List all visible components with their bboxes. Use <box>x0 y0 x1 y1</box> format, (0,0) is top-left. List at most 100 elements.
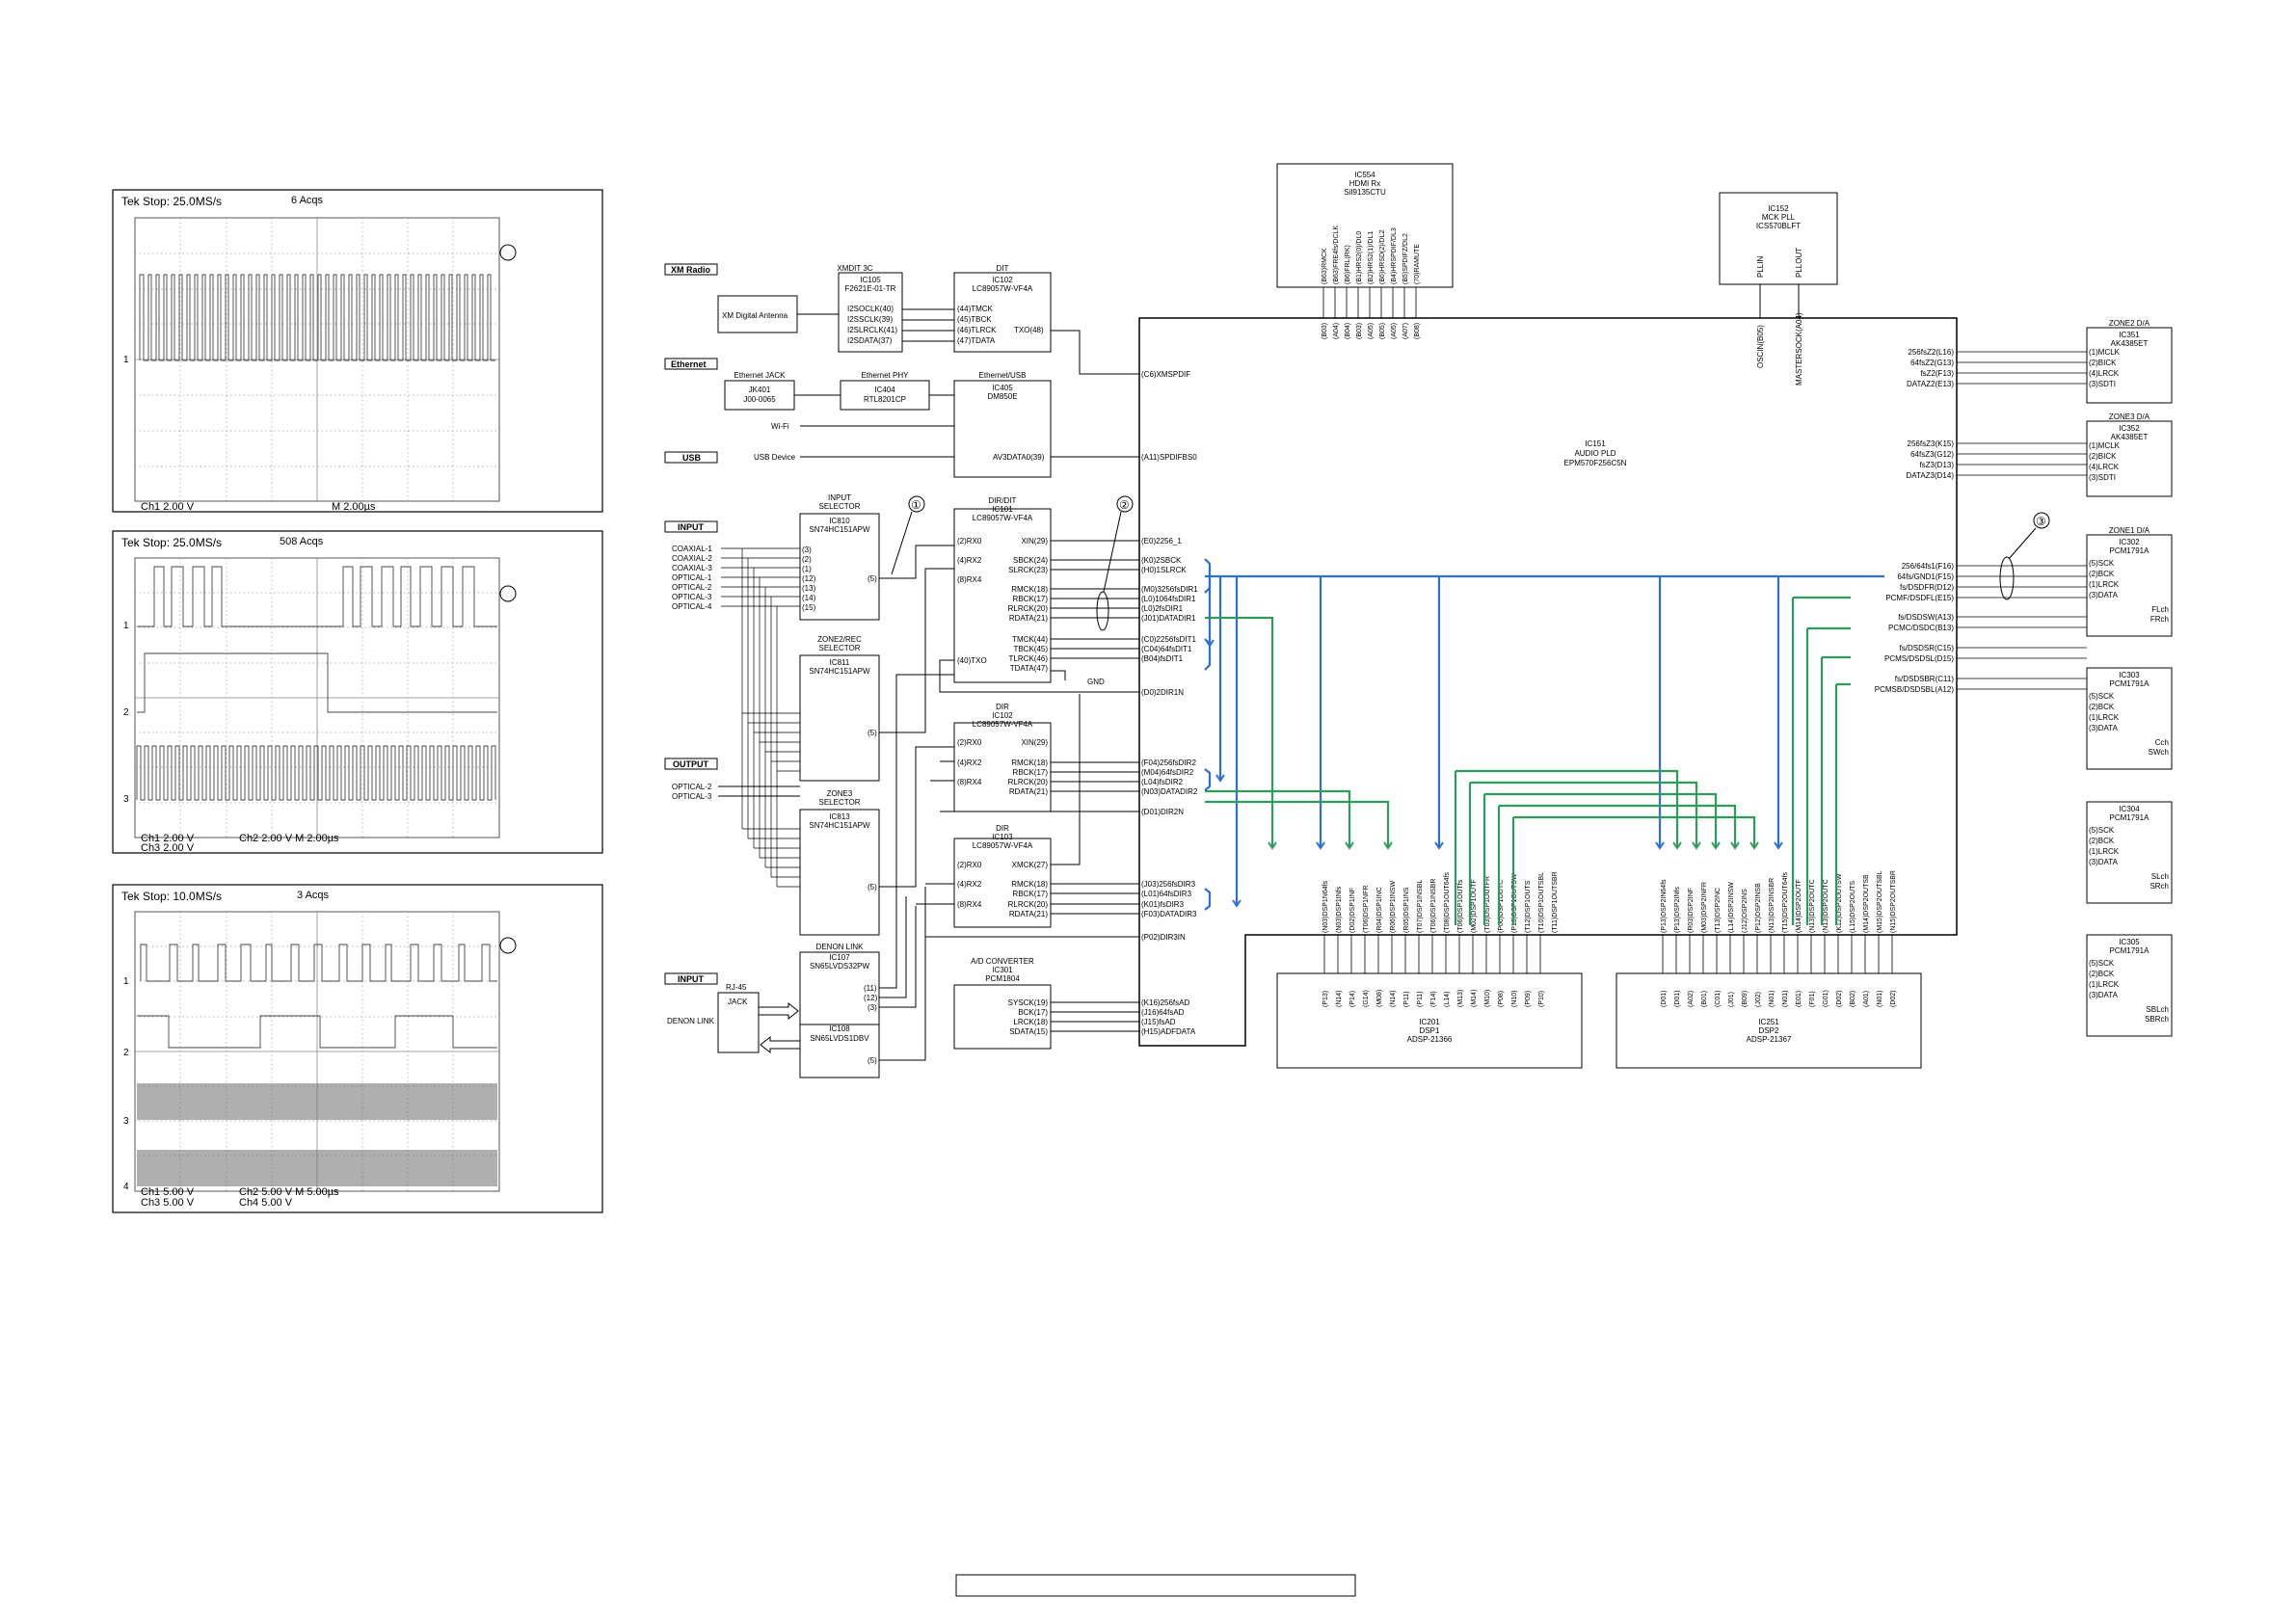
eth-phy-title: Ethernet PHY <box>862 371 910 380</box>
dsp1-ball-8: (P11) <box>1417 991 1424 1007</box>
zone-dac-title-3: ZONE1 D/A <box>2109 526 2150 535</box>
denon-link-title: DENON LINK <box>816 943 865 951</box>
dsp2-ball-1: (D01) <box>1661 990 1668 1007</box>
rj45-jack <box>717 992 760 1053</box>
pld-right-pin-17: fs/DSDSBR(C11) <box>1895 675 1955 683</box>
hdmi-pin-8: (B5)SPDIFZ/DL2 <box>1402 233 1409 284</box>
scope-panel-2: Tek Stop: 25.0MS/s 508 Acqs 1 2 3 Ch1 2.… <box>112 530 603 854</box>
zone-dac-5-pin-1: (5)SCK <box>2089 826 2115 835</box>
input-sel-l1: INPUT <box>828 493 851 502</box>
pld-right-pin-13: fs/DSDSW(A13) <box>1898 613 1954 622</box>
input-sel-l2: SELECTOR <box>819 502 861 511</box>
zone-dac-1-pin-2: (2)BICK <box>2089 359 2117 367</box>
dsp2-pin-9: (N13)DSP2INSBR <box>1769 878 1775 933</box>
dir-dit-r10: TLRCK(46) <box>1009 654 1049 663</box>
pld-right-pin-12: PCMF/DSDFL(E15) <box>1885 594 1954 602</box>
dsp1-ball-5: (M08) <box>1376 990 1383 1007</box>
zone-dac-ic-2: IC352 <box>2119 424 2140 433</box>
zone-dac-3-pin-1: (5)SCK <box>2089 559 2115 568</box>
tag-ethernet: Ethernet <box>671 359 707 369</box>
adc-title: A/D CONVERTER <box>971 957 1034 966</box>
zone-dac-box-6 <box>2086 934 2173 1037</box>
dsp1-pin-4: (T06)DSP1NFR <box>1363 886 1370 933</box>
dsp1-block: IC201 DSP1 ADSP-21366 (N03)DSP1N64fs(N03… <box>1276 871 1583 1069</box>
hdmi-box <box>1276 163 1454 288</box>
input-opt-3: OPTICAL-3 <box>672 593 712 601</box>
pld-right-pin-3: fsZ2(F13) <box>1920 369 1954 378</box>
dsp1-pin-16: (T12)DSP1OUTS <box>1525 880 1532 933</box>
dir-dit-l3: (8)RX4 <box>957 575 982 584</box>
zone-dac-4-pin-3: (1)LRCK <box>2089 713 2120 722</box>
dsp1-ball-17: (P10) <box>1538 991 1545 1007</box>
scope-2-foot-2: Ch3 2.00 V <box>141 842 195 854</box>
dsp2-pin-4: (M03)DSP2INFR <box>1701 882 1708 933</box>
dsp2-pin-5: (T13)DSP2INC <box>1715 888 1722 933</box>
hdmi-pld-pin-7: (A05) <box>1391 323 1398 339</box>
section-tags: XM Radio Ethernet USB INPUT OUTPUT INPUT <box>664 263 718 985</box>
dsp2-ball-5: (C01) <box>1715 990 1722 1007</box>
zone3-sel-part: SN74HC151APW <box>809 821 870 830</box>
dsp2-pin-16: (M14)DSP2OUTSB <box>1863 874 1870 933</box>
dsp1-ball-16: (P09) <box>1525 991 1532 1007</box>
hdmi-part: SiI9135CTU <box>1344 188 1386 197</box>
zone-dac-3-pin-3: (1)LRCK <box>2089 580 2120 589</box>
input-coax-2: COAXIAL-2 <box>672 554 712 563</box>
dit-top-pin-2: (45)TBCK <box>957 315 992 324</box>
scope-3-ch2-marker: 2 <box>123 1048 129 1058</box>
dsp2-ic: IC251 <box>1758 1018 1779 1026</box>
zone-dac-6-pin-4: (3)DATA <box>2089 991 2119 999</box>
dsp2-ball-3: (A02) <box>1688 991 1695 1007</box>
pld-right-pin-2: 64fsZ2(G13) <box>1910 359 1954 367</box>
blue-bus-11 <box>1204 768 1212 791</box>
zone-dac-box-5 <box>2086 801 2173 904</box>
ic152-pld-pin-1: OSCIN(B05) <box>1756 325 1765 368</box>
xm-antenna-label: XM Digital Antenna <box>722 311 788 320</box>
dsp1-ball-3: (P14) <box>1349 991 1356 1007</box>
dit-top-part: LC89057W-VF4A <box>973 284 1033 293</box>
dsp1-name: DSP1 <box>1420 1026 1440 1035</box>
pld-left-pin-20: (L01)64fsDIR3 <box>1141 890 1192 898</box>
dsp2-pin-10: (T15)DSP2OUT64fs <box>1782 871 1789 933</box>
zone-dac-3-ch-2: FRch <box>2150 615 2169 624</box>
ic107-pin-3: (3) <box>868 1003 877 1012</box>
pld-left-pin-8: (L0)2fsDIR1 <box>1141 604 1184 613</box>
zone-dac-part-6: PCM1791A <box>2110 946 2150 955</box>
ic107-part: SN65LVDS32PW <box>810 962 870 971</box>
dir2-r2: RMCK(18) <box>1011 758 1048 767</box>
zone3-sel-out: (5) <box>868 883 877 891</box>
input-sel-pin-5: (13) <box>802 584 816 593</box>
eth-usb-box <box>953 380 1052 478</box>
pld-right-pin-14: PCMC/DSDC(B13) <box>1888 624 1954 632</box>
zone-dac-ic-3: IC302 <box>2119 538 2140 546</box>
dsp1-pin-13: (T03)DSP1OUTFR <box>1484 876 1491 933</box>
green-arrow-8 <box>1749 841 1759 850</box>
green-arrow-7 <box>1730 841 1740 850</box>
dir2-part: LC89057W-VF4A <box>973 720 1033 729</box>
hdmi-pld-pin-3: (B04) <box>1345 323 1351 339</box>
scope-2-bullet <box>499 585 517 602</box>
input-sel-pin-6: (14) <box>802 594 816 602</box>
dsp2-box <box>1615 972 1922 1069</box>
marker-1: ① <box>891 495 925 575</box>
dsp2-ball-2: (D01) <box>1674 990 1681 1007</box>
tag-usb: USB <box>682 453 702 463</box>
dsp2-ball-14: (D02) <box>1836 990 1843 1007</box>
dir-dit-r3: SLRCK(23) <box>1008 566 1048 574</box>
zone-dac-5-ch-2: SRch <box>2149 882 2169 891</box>
pld-left-pin-4: (K0)2SBCK <box>1141 556 1182 565</box>
green-bus-6 <box>1484 792 1718 848</box>
ic107-ic: IC107 <box>829 953 850 962</box>
eth-usb-part: DM850E <box>987 392 1017 401</box>
pld-right-pin-15: fs/DSDSR(C15) <box>1900 644 1955 652</box>
scope-3-bullet <box>499 937 517 954</box>
ic108-ic: IC108 <box>829 1024 850 1033</box>
dir3-l1: (2)RX0 <box>957 861 982 869</box>
dit-top-title: DIT <box>997 264 1009 273</box>
zone2-sel-l1: ZONE2/REC <box>817 635 862 644</box>
dsp2-ball-18: (D02) <box>1890 990 1897 1007</box>
eth-usb-ic: IC405 <box>992 384 1013 392</box>
scope-3-acqs: 3 Acqs <box>297 890 330 901</box>
dir3-r4: RLRCK(20) <box>1008 900 1049 909</box>
pld-left-pin-23: (P02)DIR3IN <box>1141 933 1186 942</box>
zone-dac-3-pin-4: (3)DATA <box>2089 591 2119 599</box>
